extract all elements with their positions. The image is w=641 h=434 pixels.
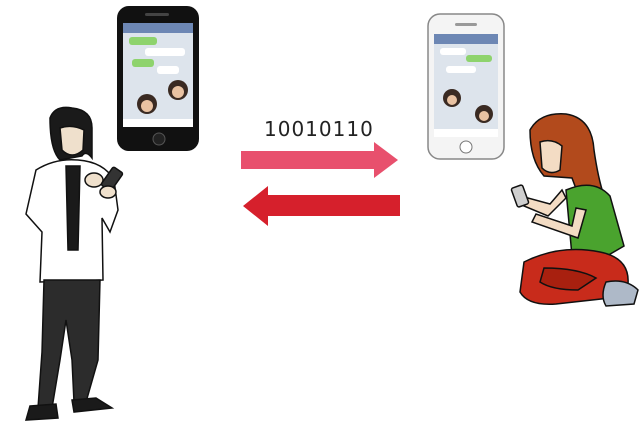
binary-message: 10010110: [264, 117, 374, 141]
left-phone: [117, 6, 199, 151]
arrow-right-icon: [241, 142, 398, 178]
girl-figure: [511, 114, 638, 306]
man-figure: [26, 107, 123, 420]
arrow-left-icon: [243, 186, 400, 226]
right-phone: [428, 14, 504, 159]
